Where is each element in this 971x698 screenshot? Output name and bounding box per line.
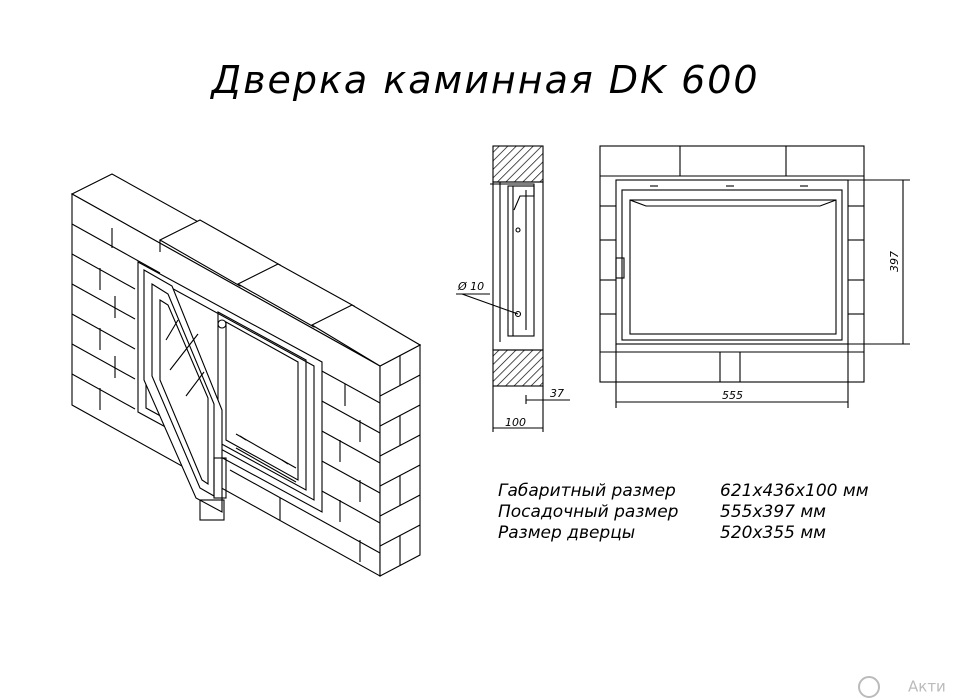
- drawing-title: Дверка каминная DK 600: [211, 58, 760, 102]
- front-view: [599, 145, 910, 408]
- spec-value: 621x436x100 мм: [720, 481, 869, 501]
- spec-value: 555x397 мм: [720, 502, 827, 522]
- spec-label: Размер дверцы: [498, 523, 636, 543]
- specifications: Габаритный размер 621x436x100 мм Посадоч…: [498, 481, 869, 544]
- spec-label: Посадочный размер: [498, 502, 679, 522]
- spec-row: Размер дверцы 520x355 мм: [498, 523, 869, 544]
- side-section-view: [456, 145, 570, 432]
- watermark: Акти: [858, 676, 946, 698]
- spec-value: 520x355 мм: [720, 523, 827, 543]
- spec-row: Габаритный размер 621x436x100 мм: [498, 481, 869, 502]
- isometric-view: [70, 173, 422, 577]
- watermark-icon: [858, 676, 880, 698]
- spec-row: Посадочный размер 555x397 мм: [498, 502, 869, 523]
- spec-label: Габаритный размер: [498, 481, 676, 501]
- height-label: 397: [888, 251, 901, 272]
- width-label: 555: [722, 389, 743, 402]
- depth-small-label: 37: [550, 387, 564, 400]
- watermark-text: Акти: [908, 677, 946, 696]
- depth-total-label: 100: [505, 416, 526, 429]
- diameter-label: Ø 10: [457, 280, 484, 293]
